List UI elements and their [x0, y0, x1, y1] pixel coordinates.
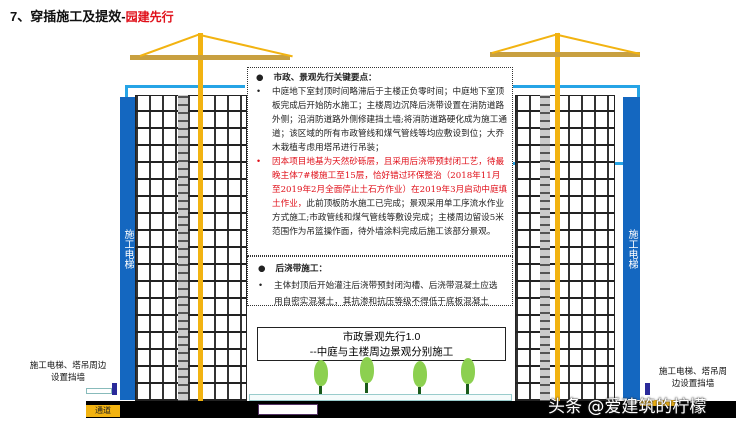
road-label: 通道	[95, 406, 111, 415]
right-core	[540, 95, 550, 402]
post-pour-box: ●后浇带施工： •主体封顶后开始灌注后浇带预封闭沟槽、后浇带混凝土应选用自密实混…	[247, 256, 513, 307]
right-elevator-label: 施工电梯	[626, 228, 637, 269]
section2-heading: 后浇带施工：	[275, 264, 328, 274]
landscape-slab	[249, 394, 512, 401]
left-crane-cable	[199, 34, 293, 58]
left-crane-jib	[130, 55, 290, 60]
bullet-dot: ●	[256, 73, 264, 83]
left-core	[178, 95, 188, 402]
note-item: 主体封顶后开始灌注后浇带预封闭沟槽、后浇带混凝土应选用自密实混凝土，其抗渗和抗压…	[274, 280, 498, 308]
right-wall-label: 施工电梯、塔吊周边设置挡墙	[658, 367, 727, 389]
right-crane-mast	[555, 33, 560, 403]
title-highlight: 园建先行	[125, 10, 174, 24]
left-wall-label: 施工电梯、塔吊周边设置挡墙	[29, 361, 107, 383]
basement-opening	[258, 404, 318, 415]
caption-line2: --中庭与主楼周边景观分别施工	[309, 346, 454, 358]
key-points-box: ●市政、景观先行关键要点： •中庭地下室封顶时间略滞后于主楼正负零时间；中庭地下…	[247, 67, 513, 256]
left-elevator-label: 施工电梯	[122, 228, 133, 269]
tree	[413, 361, 427, 397]
tree	[314, 360, 328, 396]
right-crane-cable	[491, 32, 560, 54]
section1-heading: 市政、景观先行关键要点：	[273, 73, 377, 83]
ground-basement	[86, 401, 736, 418]
tree	[360, 357, 374, 393]
left-crane-mast	[198, 33, 203, 403]
caption-line1: 市政景观先行1.0	[342, 331, 421, 343]
note-item: 中庭地下室封顶时间略滞后于主楼正负零时间；中庭地下室顶板完成后开始防水施工；主楼…	[272, 87, 507, 153]
road: 通道	[86, 405, 120, 417]
note-item-highlight: 因本项目地基为天然砂砾层，且采用后浇带预封闭工艺，待最晚主体7#楼施工至15层，…	[272, 157, 508, 209]
left-wall-post	[112, 383, 117, 395]
tree	[461, 358, 475, 394]
left-building	[135, 95, 247, 402]
left-retaining-wall	[86, 388, 112, 394]
left-elevator: 施工电梯	[120, 97, 135, 400]
right-wall-post	[645, 383, 650, 395]
watermark: 头条 @爱建筑的柠檬	[548, 397, 707, 417]
right-elevator: 施工电梯	[623, 97, 640, 400]
left-crane-cable	[139, 33, 201, 57]
page-title: 7、穿插施工及提效-园建先行	[10, 9, 174, 24]
right-road	[640, 400, 676, 406]
right-crane-jib	[490, 52, 640, 57]
right-building	[515, 95, 615, 402]
caption-box: 市政景观先行1.0 --中庭与主楼周边景观分别施工	[257, 327, 506, 361]
note-item: 此前顶板防水施工已完成；景观采用单工序流水作业方式施工;市政管线和煤气管线等敷设…	[272, 199, 505, 237]
bullet-dot: ●	[258, 264, 266, 274]
